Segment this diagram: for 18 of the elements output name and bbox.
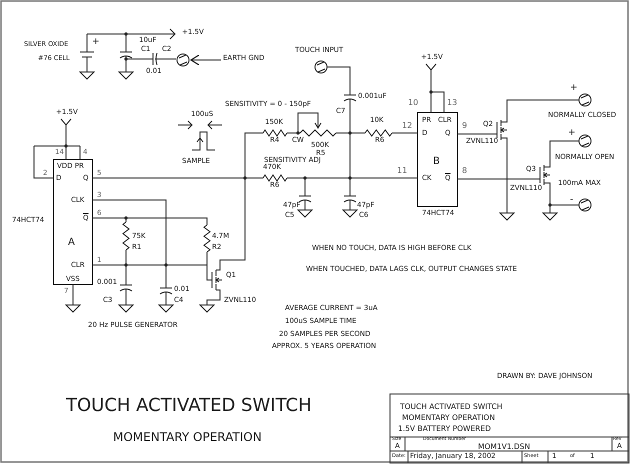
pin-label: B <box>433 157 440 167</box>
pin-number: 13 <box>447 99 458 107</box>
flip-flop-chip <box>53 159 93 285</box>
pin-label: A <box>68 238 75 248</box>
screw-terminal <box>176 53 190 67</box>
pin-number: 12 <box>402 122 412 130</box>
component-label: - <box>570 196 574 205</box>
pin-number: 9 <box>462 122 468 130</box>
component-label: + <box>570 84 578 93</box>
component-label: + <box>92 38 100 47</box>
flip-flop-chip <box>417 112 458 207</box>
pin-number: 11 <box>397 167 408 175</box>
title: TOUCH ACTIVATED SWITCH <box>66 397 312 415</box>
subtitle: MOMENTARY OPERATION <box>113 431 262 443</box>
arrow <box>190 54 222 66</box>
component-label: + <box>568 129 576 138</box>
pin-number: 10 <box>408 99 418 107</box>
pin-number: 8 <box>462 167 468 175</box>
